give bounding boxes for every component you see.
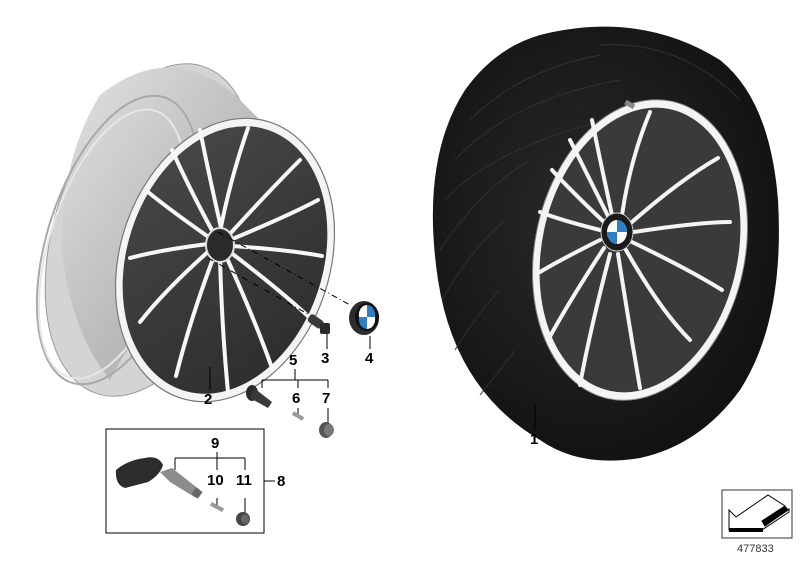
callout-5[interactable]: 5 [289, 352, 298, 369]
wheel-bolt-illustration [307, 314, 330, 349]
callout-4[interactable]: 4 [365, 350, 374, 367]
callout-3[interactable]: 3 [321, 350, 330, 367]
callout-8[interactable]: 8 [277, 473, 286, 490]
callout-11[interactable]: 11 [236, 472, 252, 489]
hub-cap-illustration [349, 301, 379, 349]
valve-group-illustration [246, 369, 334, 438]
arrow-down-left-icon[interactable] [721, 489, 793, 539]
rim-illustration [35, 63, 351, 403]
tpms-kit-illustration [105, 428, 275, 534]
complete-wheel-illustration [432, 26, 779, 461]
callout-2[interactable]: 2 [204, 391, 213, 408]
diagram-reference-number: 477833 [737, 543, 774, 555]
callout-6[interactable]: 6 [292, 390, 301, 407]
callout-7[interactable]: 7 [322, 390, 331, 407]
callout-1[interactable]: 1 [530, 431, 539, 448]
callout-9[interactable]: 9 [211, 435, 220, 452]
callout-10[interactable]: 10 [207, 472, 224, 489]
